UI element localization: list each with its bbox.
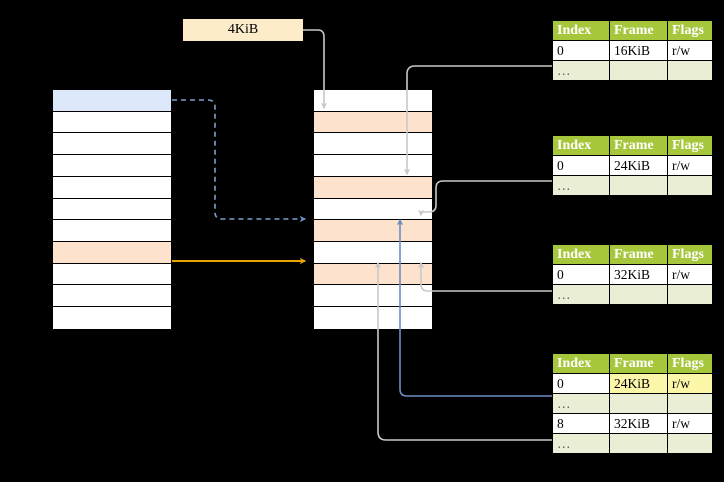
page-table-1-row-1-cell-2 xyxy=(667,60,713,81)
page-table-3-row-1: … xyxy=(552,284,713,305)
page-table-1-row-0-cell-2: r/w xyxy=(667,40,713,61)
page-table-1-row-0-cell-1: 16KiB xyxy=(609,40,668,61)
page-table-1-row-1: … xyxy=(552,60,713,81)
virtual-row-row-0 xyxy=(53,90,171,112)
page-table-2-row-0-cell-1: 24KiB xyxy=(609,155,668,176)
page-table-4-row-1: … xyxy=(552,393,713,414)
page-table-4-row-3: … xyxy=(552,433,713,454)
page-table-1-row-0-cell-0: 0 xyxy=(552,40,610,61)
page-table-3-header-flags: Flags xyxy=(667,244,713,265)
wire-table2-to-physical-row6 xyxy=(417,180,552,217)
physical-row-row-2 xyxy=(314,133,432,156)
page-size-label-text: 4KiB xyxy=(227,22,259,37)
page-table-2-row-1-cell-1 xyxy=(609,175,668,196)
physical-row-row-6 xyxy=(314,220,432,243)
page-table-4-row-0-cell-0: 0 xyxy=(552,373,610,394)
page-table-4-row-0-cell-1: 24KiB xyxy=(609,373,668,394)
page-table-4-header-index: Index xyxy=(552,353,610,374)
page-table-4-row-3-cell-1 xyxy=(609,433,668,454)
page-table-2-row-0-cell-0: 0 xyxy=(552,155,610,176)
physical-row-row-8 xyxy=(314,263,432,286)
page-table-3-row-1-cell-2 xyxy=(667,284,713,305)
page-table-4-row-1-cell-0: … xyxy=(552,393,610,414)
page-table-4-header-frame: Frame xyxy=(609,353,668,374)
page-table-2-row-1: … xyxy=(552,175,713,196)
virtual-row-row-10 xyxy=(53,307,171,329)
virtual-row-row-9 xyxy=(53,285,171,308)
physical-row-row-7 xyxy=(314,242,432,264)
page-table-1-header-frame: Frame xyxy=(609,20,668,41)
page-table-4-row-2-cell-1: 32KiB xyxy=(609,413,668,434)
virtual-row-row-2 xyxy=(53,133,171,156)
virtual-row-row-3 xyxy=(53,155,171,177)
physical-row-row-10 xyxy=(314,307,432,329)
page-size-label: 4KiB xyxy=(183,19,303,41)
wire-table3-to-physical-row8 xyxy=(417,261,552,292)
page-table-3-header-index: Index xyxy=(552,244,610,265)
virtual-row-row-5 xyxy=(53,198,171,221)
page-table-3-row-0-cell-0: 0 xyxy=(552,264,610,285)
page-table-1-header-flags: Flags xyxy=(667,20,713,41)
page-table-2-row-1-cell-0: … xyxy=(552,175,610,196)
wire-virtual-row0-to-physical-row6 xyxy=(172,99,307,223)
physical-row-row-3 xyxy=(314,155,432,177)
virtual-row-row-7 xyxy=(53,242,171,264)
page-table-1-row-1-cell-0: … xyxy=(552,60,610,81)
page-table-4-header-flags: Flags xyxy=(667,353,713,374)
page-table-4-row-0-cell-2: r/w xyxy=(667,373,713,394)
page-table-4-row-3-cell-2 xyxy=(667,433,713,454)
page-table-2-row-1-cell-2 xyxy=(667,175,713,196)
virtual-row-row-4 xyxy=(53,176,171,199)
page-table-2-row-0-cell-2: r/w xyxy=(667,155,713,176)
page-table-4-row-1-cell-1 xyxy=(609,393,668,414)
virtual-address-space-table xyxy=(52,89,172,330)
page-table-3-row-1-cell-0: … xyxy=(552,284,610,305)
page-table-1-row-1-cell-1 xyxy=(609,60,668,81)
physical-row-row-4 xyxy=(314,176,432,199)
page-table-4-row-1-cell-2 xyxy=(667,393,713,414)
physical-row-row-0 xyxy=(314,90,432,112)
page-table-3-row-1-cell-1 xyxy=(609,284,668,305)
page-table-4-row-2-cell-0: 8 xyxy=(552,413,610,434)
physical-row-row-5 xyxy=(314,198,432,221)
page-table-4-row-2-cell-2: r/w xyxy=(667,413,713,434)
physical-row-row-1 xyxy=(314,111,432,134)
page-table-3-header-frame: Frame xyxy=(609,244,668,265)
page-table-3-row-0-cell-1: 32KiB xyxy=(609,264,668,285)
page-table-2-header-frame: Frame xyxy=(609,135,668,156)
page-table-3-row-0-cell-2: r/w xyxy=(667,264,713,285)
virtual-row-row-6 xyxy=(53,220,171,243)
page-table-4-row-3-cell-0: … xyxy=(552,433,610,454)
page-table-2-header-index: Index xyxy=(552,135,610,156)
virtual-row-row-1 xyxy=(53,111,171,134)
page-table-2-header-flags: Flags xyxy=(667,135,713,156)
physical-address-space-table xyxy=(313,89,433,330)
physical-row-row-9 xyxy=(314,285,432,308)
virtual-row-row-8 xyxy=(53,263,171,286)
page-table-1-header-index: Index xyxy=(552,20,610,41)
